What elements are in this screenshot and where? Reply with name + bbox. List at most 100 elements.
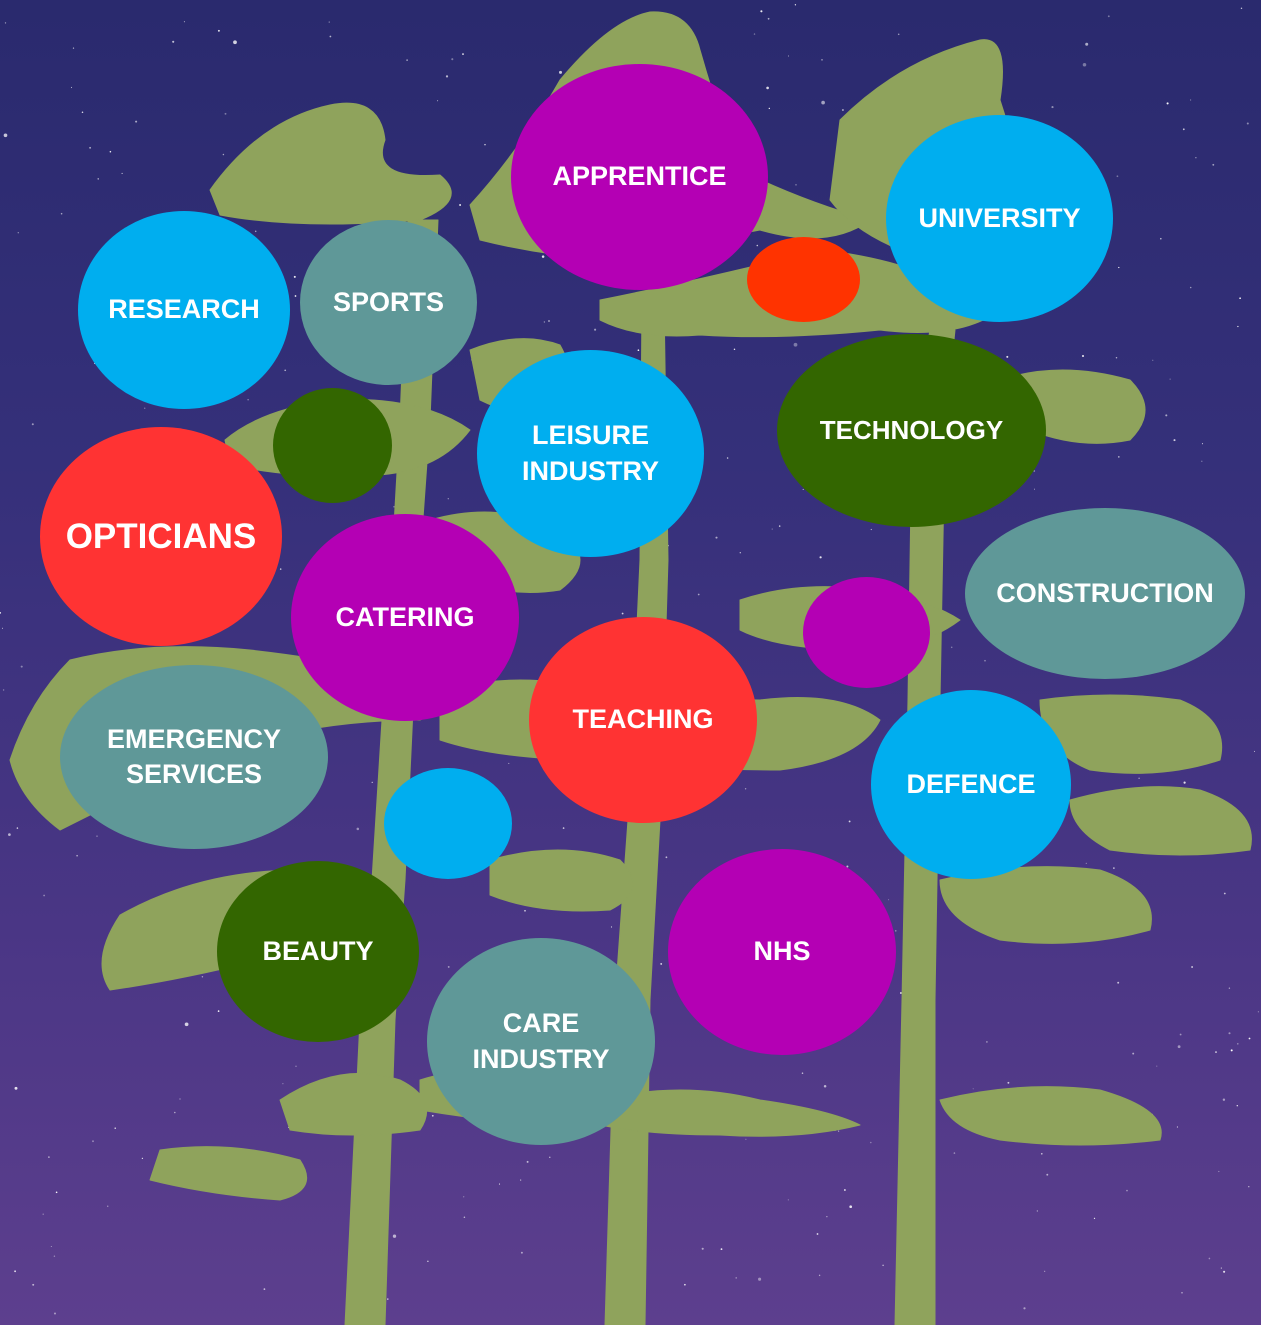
blue-dot	[384, 768, 512, 879]
star	[463, 1196, 465, 1198]
star	[445, 75, 449, 78]
star	[1046, 1173, 1049, 1176]
star	[293, 275, 296, 278]
star	[1166, 102, 1169, 105]
star	[217, 1010, 220, 1012]
star	[802, 488, 804, 490]
star	[526, 1160, 529, 1163]
technology-label: TECHNOLOGY	[819, 414, 1004, 445]
star	[1246, 122, 1249, 125]
star	[1160, 237, 1162, 240]
star	[562, 827, 565, 829]
star	[821, 100, 825, 105]
star	[279, 568, 282, 570]
star	[520, 1179, 522, 1181]
emergency-services-label-line-2: SERVICES	[125, 759, 263, 789]
star	[541, 255, 545, 258]
teaching-label: TEACHING	[572, 704, 714, 735]
defence-label: DEFENCE	[906, 768, 1036, 799]
star	[431, 1114, 434, 1117]
leisure-industry-label-line-1: LEISURE	[531, 420, 649, 451]
star	[823, 1085, 827, 1088]
star	[972, 1088, 974, 1090]
star	[233, 40, 237, 45]
star	[1201, 443, 1204, 445]
star	[121, 172, 123, 174]
star	[247, 399, 249, 401]
star	[1117, 981, 1120, 984]
star	[1165, 414, 1168, 417]
star	[97, 178, 99, 180]
star	[144, 407, 146, 409]
star	[1257, 1011, 1259, 1013]
star	[771, 528, 773, 530]
teaching-bubble: TEACHING	[529, 617, 757, 823]
star	[897, 33, 900, 36]
star	[1228, 987, 1231, 989]
star	[821, 59, 823, 61]
construction-bubble: CONSTRUCTION	[965, 508, 1245, 679]
star	[1138, 777, 1140, 779]
star	[81, 111, 84, 113]
star	[1190, 99, 1192, 101]
star	[697, 593, 700, 596]
research-bubble: RESEARCH	[78, 211, 290, 409]
star	[1023, 1307, 1026, 1310]
star	[1253, 750, 1256, 752]
star	[870, 1141, 872, 1144]
star	[1156, 1065, 1158, 1067]
care-industry-label-line-1: CARE	[502, 1008, 580, 1039]
apprentice-label: APPRENTICE	[552, 161, 727, 192]
star	[329, 35, 332, 38]
star	[1040, 1152, 1043, 1155]
star	[758, 1277, 762, 1281]
star	[484, 143, 486, 146]
star	[767, 17, 770, 20]
star	[549, 1156, 551, 1158]
star	[733, 348, 736, 351]
star	[816, 1233, 819, 1235]
star	[1051, 106, 1054, 109]
star	[735, 1277, 737, 1279]
star	[1215, 1051, 1217, 1054]
star	[660, 962, 663, 965]
star	[610, 926, 613, 928]
star	[3, 133, 8, 138]
star	[838, 1130, 840, 1132]
star	[801, 1072, 804, 1074]
emergency-services-label-line-1: EMERGENCY	[106, 723, 282, 754]
care-industry-bubble: CARE INDUSTRY	[427, 938, 655, 1145]
star	[1239, 297, 1241, 300]
star	[1132, 1052, 1135, 1055]
star	[684, 1283, 686, 1286]
star	[1177, 1045, 1181, 1049]
star	[888, 899, 890, 901]
star	[16, 827, 19, 829]
star	[4, 22, 7, 24]
star	[459, 204, 462, 206]
apprentice-bubble: APPRENTICE	[511, 64, 768, 290]
star	[406, 59, 408, 61]
star	[8, 833, 11, 836]
star	[107, 1205, 109, 1207]
star	[1033, 470, 1036, 472]
star	[328, 21, 330, 23]
star	[559, 70, 562, 74]
construction-label: CONSTRUCTION	[996, 577, 1214, 608]
star	[1248, 1186, 1250, 1188]
star	[451, 58, 454, 61]
star	[89, 146, 92, 149]
star	[543, 321, 546, 323]
star	[32, 1283, 35, 1286]
star	[1183, 781, 1186, 784]
star	[201, 976, 204, 978]
star	[848, 820, 851, 823]
star	[1236, 1104, 1239, 1107]
star	[427, 1260, 429, 1263]
star	[1007, 1081, 1010, 1084]
star	[524, 910, 526, 912]
beauty-label: BEAUTY	[262, 935, 374, 966]
star	[76, 854, 78, 857]
defence-bubble: DEFENCE	[871, 690, 1071, 879]
star	[844, 1189, 846, 1191]
